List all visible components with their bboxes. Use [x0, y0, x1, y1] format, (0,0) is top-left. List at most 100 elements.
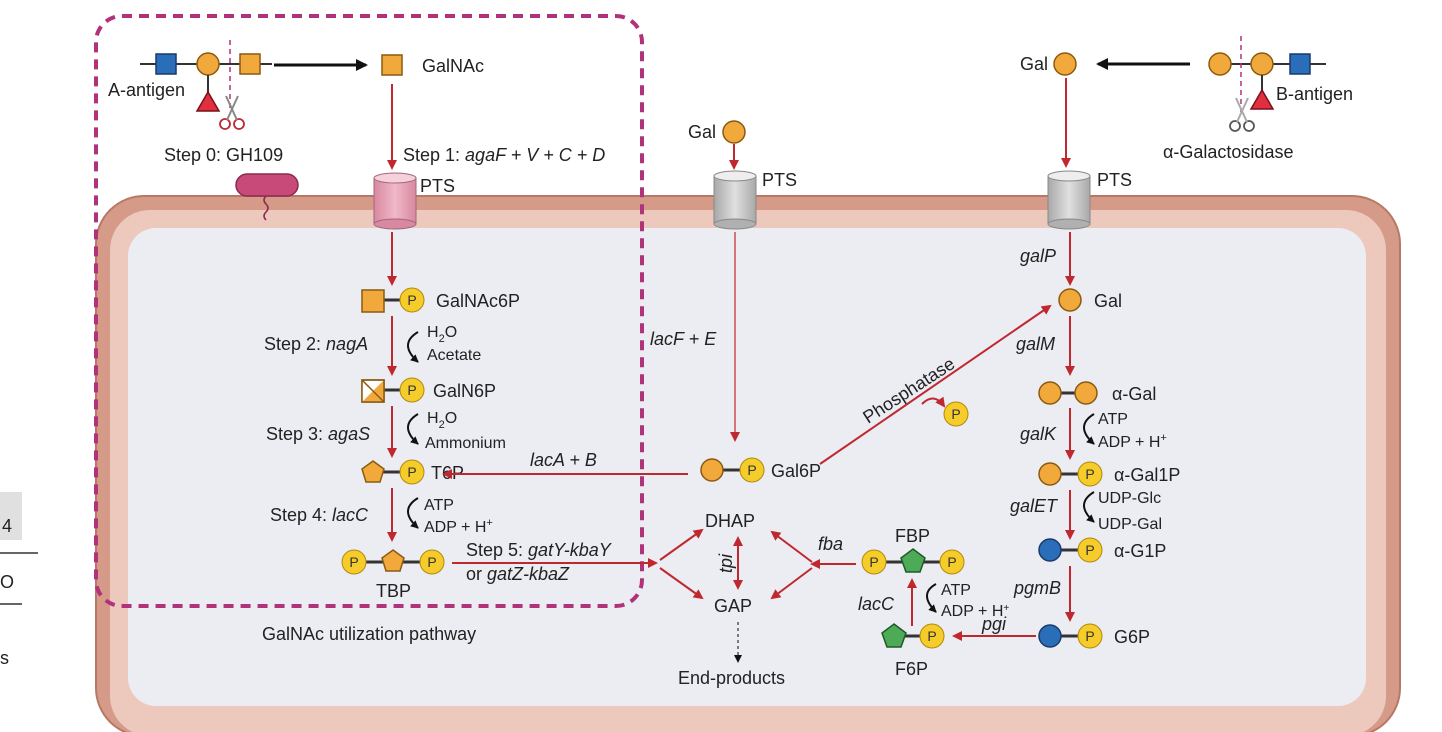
t6p-molecule: P [361, 459, 425, 485]
galet-side-arrow [1083, 491, 1095, 523]
gal-label-inside: Gal [1094, 291, 1122, 311]
h2o-label-2: H2O [427, 410, 457, 431]
glcnac-square [155, 53, 177, 75]
step4-side-arrow [407, 497, 419, 529]
edge-text-o: O [0, 572, 14, 592]
galnac6p-molecule: P [361, 287, 425, 313]
scissors-icon-b [1229, 97, 1255, 132]
g6p-molecule: P [1038, 623, 1103, 649]
edge-text-4: 4 [2, 516, 12, 536]
gal-circle-right-top [1053, 52, 1077, 76]
phosphate-release-arrow [921, 396, 946, 408]
alpha-gal1p-molecule: P [1038, 461, 1103, 487]
galet-label: galET [1010, 496, 1059, 516]
galnac6p-label: GalNAc6P [436, 291, 520, 311]
step2-side-arrow [407, 331, 419, 363]
fbp-to-gap-arrow [770, 567, 813, 600]
galn6p-label: GalN6P [433, 381, 496, 401]
lacfe-label: lacF + E [650, 329, 717, 349]
gal6p-label: Gal6P [771, 461, 821, 481]
svg-text:P: P [927, 628, 936, 644]
svg-text:P: P [427, 554, 436, 570]
gal6p-molecule: P [700, 457, 765, 483]
pgmb-label: pgmB [1013, 578, 1061, 598]
svg-text:P: P [1085, 542, 1094, 558]
alpha-gal-molecule [1038, 381, 1098, 405]
svg-text:P: P [1085, 466, 1094, 482]
svg-text:P: P [747, 462, 756, 478]
b-antigen-glycan [1208, 36, 1326, 112]
fba-label: fba [818, 534, 843, 554]
step5-alt-label: or gatZ-kbaZ [466, 564, 570, 584]
alpha-g1p-molecule: P [1038, 537, 1103, 563]
acetate-label: Acetate [427, 347, 481, 364]
fbp-molecule: P P [861, 548, 965, 575]
svg-text:P: P [349, 554, 358, 570]
galn6p-molecule: P [361, 377, 425, 403]
galnac-square [239, 53, 261, 75]
pts-transporter-gal-middle [713, 170, 757, 230]
pts-label-middle: PTS [762, 170, 797, 190]
galp-label: galP [1020, 246, 1056, 266]
tbp-to-gap-arrow [659, 567, 704, 600]
galnac-pathway-box [94, 14, 644, 608]
lacc-label: lacC [858, 594, 895, 614]
pts-transporter-galnac [373, 172, 417, 230]
atp-label-fbp: ATP [941, 582, 971, 599]
gh109-enzyme [235, 173, 299, 221]
a-antigen-glycan [140, 40, 272, 112]
gap-label: GAP [714, 596, 752, 616]
gal-circle-middle [722, 120, 746, 144]
adp-label-galk: ADP + H+ [1098, 432, 1167, 451]
atp-label-1: ATP [424, 497, 454, 514]
gal-circle-inside [1058, 288, 1082, 312]
fucose-triangle [195, 90, 221, 112]
b-antigen-label: B-antigen [1276, 84, 1353, 104]
step3-label: Step 3: agaS [266, 424, 370, 444]
step1-label: Step 1: agaF + V + C + D [403, 145, 605, 165]
step4-label: Step 4: lacC [270, 505, 369, 525]
fbp-label: FBP [895, 526, 930, 546]
step3-side-arrow [407, 413, 419, 445]
svg-text:P: P [947, 554, 956, 570]
h2o-label-1: H2O [427, 324, 457, 345]
tpi-label: tpi [716, 553, 736, 573]
adp-label-1: ADP + H+ [424, 517, 493, 536]
a-antigen-label: A-antigen [108, 80, 185, 100]
svg-text:P: P [407, 382, 416, 398]
alpha-galactosidase-label: α-Galactosidase [1163, 142, 1293, 162]
udp-gal-label: UDP-Gal [1098, 516, 1162, 533]
free-phosphate [943, 401, 969, 427]
lacc-side-arrow [926, 583, 937, 613]
atp-label-galk: ATP [1098, 411, 1128, 428]
tbp-label: TBP [376, 581, 411, 601]
pathway-title: GalNAc utilization pathway [262, 624, 476, 644]
svg-text:P: P [869, 554, 878, 570]
galnac-label: GalNAc [422, 56, 484, 76]
galactose-circle [196, 52, 220, 76]
end-products-label: End-products [678, 668, 785, 688]
galm-label: galM [1016, 334, 1055, 354]
svg-text:P: P [1085, 628, 1094, 644]
galk-side-arrow [1083, 413, 1095, 445]
step5-label: Step 5: gatY-kbaY [466, 540, 613, 560]
free-phosphate-label: P [951, 406, 960, 422]
tbp-to-dhap-arrow [659, 528, 704, 561]
alpha-g1p-label: α-G1P [1114, 541, 1166, 561]
adp-label-fbp: ADP + H+ [941, 603, 1009, 620]
alpha-gal1p-label: α-Gal1P [1114, 465, 1180, 485]
galnac-square-free [381, 54, 403, 76]
step2-label: Step 2: nagA [264, 334, 368, 354]
page-edge-fragment: 4 O s [0, 492, 38, 668]
gal-label-right-top: Gal [1020, 54, 1048, 74]
pts-transporter-gal-right [1047, 170, 1091, 230]
edge-text-s: s [0, 648, 9, 668]
pgi-label: pgi [981, 614, 1007, 634]
scissors-icon [219, 95, 245, 130]
phosphatase-arrow [819, 304, 1052, 465]
step0-label: Step 0: GH109 [164, 145, 283, 165]
galk-label: galK [1020, 424, 1057, 444]
f6p-label: F6P [895, 659, 928, 679]
pts-label-galnac: PTS [420, 176, 455, 196]
